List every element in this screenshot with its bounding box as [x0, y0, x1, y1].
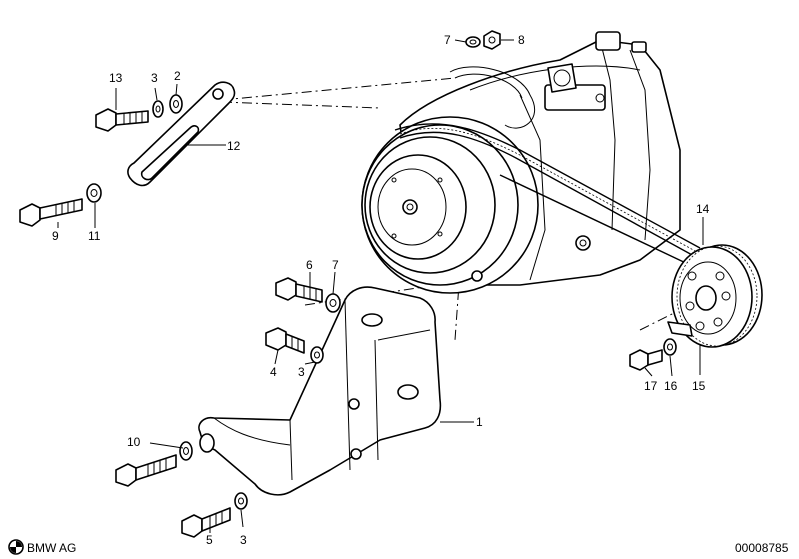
- callout-3-bottom: 3: [240, 533, 247, 547]
- callout-3-mid: 3: [298, 365, 305, 379]
- leader-lines: [57, 39, 704, 533]
- callouts: 13 3 2 12 9 11 6 7 4 3 1 10 5 3 7 8 14 1…: [52, 33, 710, 547]
- bolt-17: [629, 349, 663, 371]
- washer-3-bottom: [234, 492, 248, 510]
- washer-7-top: [465, 36, 481, 48]
- washer-2: [169, 94, 183, 114]
- bolt-13: [95, 108, 149, 132]
- washer-3-top: [152, 100, 164, 118]
- callout-15: 15: [692, 379, 706, 393]
- callout-9: 9: [52, 229, 59, 243]
- washer-16: [663, 338, 677, 356]
- callout-2: 2: [174, 69, 181, 83]
- callout-1: 1: [476, 415, 483, 429]
- washer-10: [179, 441, 193, 461]
- bolt-4: [265, 327, 305, 354]
- compressor: [361, 31, 681, 294]
- callout-7-top: 7: [444, 33, 451, 47]
- callout-6: 6: [306, 258, 313, 272]
- pulley: [667, 244, 763, 348]
- callout-12: 12: [227, 139, 241, 153]
- callout-3-top: 3: [151, 71, 158, 85]
- v-belt: [394, 123, 701, 266]
- callout-16: 16: [664, 379, 678, 393]
- callout-17: 17: [644, 379, 658, 393]
- nut-8: [483, 30, 501, 50]
- bolt-6: [275, 277, 323, 303]
- callout-7-bracket: 7: [332, 258, 339, 272]
- mounting-bracket: [198, 286, 442, 496]
- washer-11: [86, 183, 102, 203]
- bolt-10: [115, 454, 177, 487]
- washer-3-mid: [310, 346, 324, 364]
- bmw-roundel-icon: [8, 539, 24, 555]
- tension-strap: [127, 81, 236, 187]
- callout-13: 13: [109, 71, 123, 85]
- callout-8: 8: [518, 33, 525, 47]
- footer: BMW AG 00008785: [8, 539, 789, 555]
- drawing-number: 00008785: [735, 541, 789, 555]
- brand-name: BMW AG: [27, 541, 76, 555]
- callout-4: 4: [270, 365, 277, 379]
- bolt-9: [19, 198, 83, 227]
- callout-10: 10: [127, 435, 141, 449]
- washer-7-bracket: [325, 293, 341, 313]
- callout-14: 14: [696, 202, 710, 216]
- callout-5: 5: [206, 533, 213, 547]
- callout-11: 11: [88, 229, 101, 243]
- bolt-5: [181, 507, 231, 538]
